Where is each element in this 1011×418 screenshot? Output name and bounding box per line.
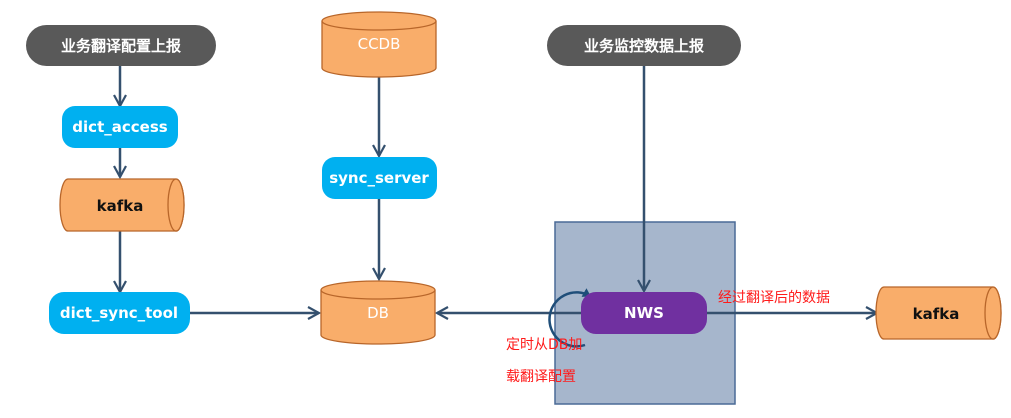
node-report-monitor: 业务监控数据上报	[547, 25, 741, 66]
node-nws-label: NWS	[624, 304, 664, 322]
node-report-config: 业务翻译配置上报	[26, 25, 216, 66]
node-ccdb-label: CCDB	[358, 35, 401, 53]
node-dict-sync-tool-label: dict_sync_tool	[60, 304, 178, 322]
annotation-translated-data: 经过翻译后的数据	[718, 290, 830, 306]
annotation-reload-line1: 定时从DB加	[506, 337, 582, 353]
node-kafka-left: kafka	[59, 178, 185, 232]
node-sync-server: sync_server	[322, 157, 437, 199]
edges	[120, 66, 877, 313]
node-db-label: DB	[367, 304, 389, 322]
node-report-config-label: 业务翻译配置上报	[61, 37, 181, 55]
node-db: DB	[320, 280, 436, 345]
node-dict-access: dict_access	[62, 106, 178, 148]
node-sync-server-label: sync_server	[329, 169, 429, 187]
node-kafka-right: kafka	[875, 286, 1002, 340]
node-ccdb: CCDB	[321, 11, 437, 78]
annotation-reload-line2: 载翻译配置	[506, 369, 576, 385]
node-dict-sync-tool: dict_sync_tool	[49, 292, 190, 334]
node-report-monitor-label: 业务监控数据上报	[584, 37, 704, 55]
node-nws: NWS	[581, 292, 707, 334]
node-kafka-left-label: kafka	[97, 197, 144, 215]
nws-self-loop-arrow	[548, 288, 591, 348]
node-dict-access-label: dict_access	[72, 118, 167, 136]
node-kafka-right-label: kafka	[913, 305, 960, 323]
